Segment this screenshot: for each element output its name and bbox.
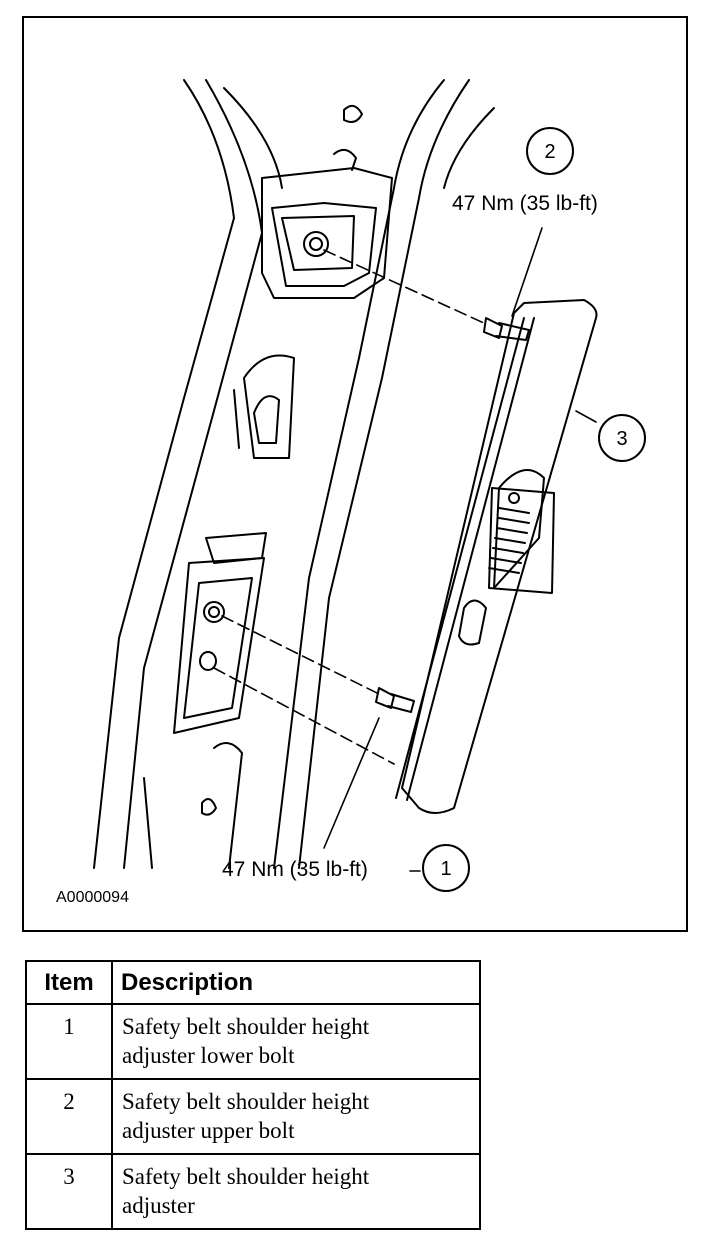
figure-frame: 2 3 1 47 Nm (35 lb-ft) 47 Nm (35 lb-ft) … [22, 16, 688, 932]
legend-header-row: Item Description [25, 960, 481, 1005]
item-description: Safety belt shoulder height adjuster upp… [111, 1078, 481, 1155]
callout-circle-1 [422, 844, 470, 892]
table-row: 1 Safety belt shoulder height adjuster l… [25, 1003, 481, 1080]
callout-number-2: 2 [544, 141, 555, 163]
pillar-body [93, 79, 495, 869]
table-row: 2 Safety belt shoulder height adjuster u… [25, 1078, 481, 1155]
description-line: Safety belt shoulder height [122, 1014, 370, 1039]
header-description: Description [111, 960, 481, 1005]
table-row: 3 Safety belt shoulder height adjuster [25, 1153, 481, 1230]
callout-number-1: 1 [440, 858, 451, 880]
item-number: 3 [25, 1153, 113, 1230]
alignment-lines [213, 249, 487, 765]
upper-bolt [483, 317, 530, 341]
callout-number-3: 3 [616, 428, 627, 450]
figure-id: A0000094 [56, 889, 129, 906]
lower-bolt [375, 687, 415, 713]
description-line: Safety belt shoulder height [122, 1164, 370, 1189]
callout-leaders [323, 227, 597, 872]
upper-bolt-torque-label: 47 Nm (35 lb-ft) [452, 192, 598, 215]
pillar-bolt-holes [199, 231, 329, 671]
legend-table: Item Description 1 Safety belt shoulder … [25, 960, 481, 1230]
callout-circle-3 [598, 414, 646, 462]
header-item: Item [25, 960, 113, 1005]
description-line: adjuster [122, 1193, 195, 1218]
description-line: adjuster upper bolt [122, 1118, 295, 1143]
item-description: Safety belt shoulder height adjuster [111, 1153, 481, 1230]
item-number: 2 [25, 1078, 113, 1155]
b-pillar-diagram: 2 3 1 47 Nm (35 lb-ft) 47 Nm (35 lb-ft) … [56, 79, 646, 906]
description-line: Safety belt shoulder height [122, 1089, 370, 1114]
item-description: Safety belt shoulder height adjuster low… [111, 1003, 481, 1080]
callout-circle-2 [526, 127, 574, 175]
height-adjuster-body [395, 299, 598, 814]
item-number: 1 [25, 1003, 113, 1080]
description-line: adjuster lower bolt [122, 1043, 295, 1068]
lower-bolt-torque-label: 47 Nm (35 lb-ft) [222, 858, 368, 881]
